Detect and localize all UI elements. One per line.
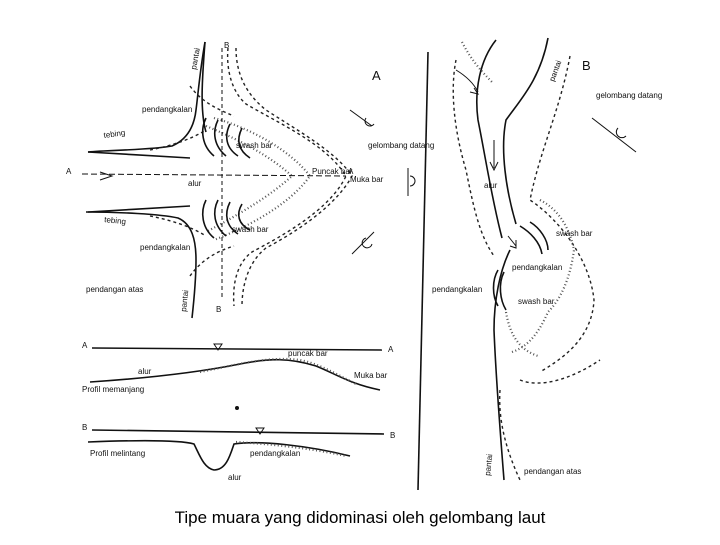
label-swash-bar-bottom: swash bar [232,225,269,234]
divider-line [417,51,429,491]
label-pantai-b-bottom: pantai [483,453,494,476]
label-alur: alur [188,179,202,188]
profile-a-left: A [82,341,88,350]
profile-cross-title: Profil melintang [90,449,145,458]
label-pendangan-atas-b: pendangan atas [524,467,581,476]
label-pantai-bottom: pantai [179,289,190,312]
profile-cross-alur: alur [228,473,242,482]
profile-muka-bar: Muka bar [354,371,388,380]
label-pantai-b: pantai [547,59,563,83]
label-b-top: B [224,41,229,50]
label-tebing-top: tebing [103,128,126,140]
panel-b-letter: B [582,58,591,73]
label-tebing-bottom: tebing [104,215,127,226]
label-swash-bar-top: swash bar [236,141,273,150]
panel-a-letter: A [372,68,381,83]
label-pendangkalan-bottom: pendangkalan [140,243,190,252]
label-swash-bar-b-top: swash bar [556,229,593,238]
label-pendangan-atas-a: pendangan atas [86,285,143,294]
figure-caption: Tipe muara yang didominasi oleh gelomban… [174,508,546,527]
profile-alur: alur [138,367,152,376]
profile-b-left: B [82,423,87,432]
panel-a: A pantai B pendangkalan tebing A alur sw… [66,41,434,319]
label-pantai-top: pantai [189,47,202,70]
label-b1: B [216,305,221,314]
panel-b: B pantai gelombang datang alur swash bar… [432,37,662,481]
label-alur-b: alur [484,181,498,190]
profile-puncak-bar: puncak bar [288,349,328,358]
profile-a1: A [388,345,394,354]
label-pendangkalan-b-right: pendangkalan [512,263,562,272]
label-muka-bar: Muka bar [350,175,384,184]
label-pendangkalan-top: pendangkalan [142,105,192,114]
profile-pendangkalan: pendangkalan [250,449,300,458]
profile-long-title: Profil memanjang [82,385,144,394]
label-pendangkalan-b-left: pendangkalan [432,285,482,294]
label-a-left: A [66,167,72,176]
label-a1: A [348,167,354,176]
label-puncak-bar: Puncak bar [312,167,353,176]
label-gelombang-datang-a: gelombang datang [368,141,434,150]
profile-longitudinal: A A puncak bar alur Muka bar Profil mema… [82,341,394,410]
label-gelombang-datang-b: gelombang datang [596,91,662,100]
profile-cross: B B Profil melintang pendangkalan alur [82,423,395,482]
profile-b1: B [390,431,395,440]
label-swash-bar-b-bottom: swash bar [518,297,555,306]
